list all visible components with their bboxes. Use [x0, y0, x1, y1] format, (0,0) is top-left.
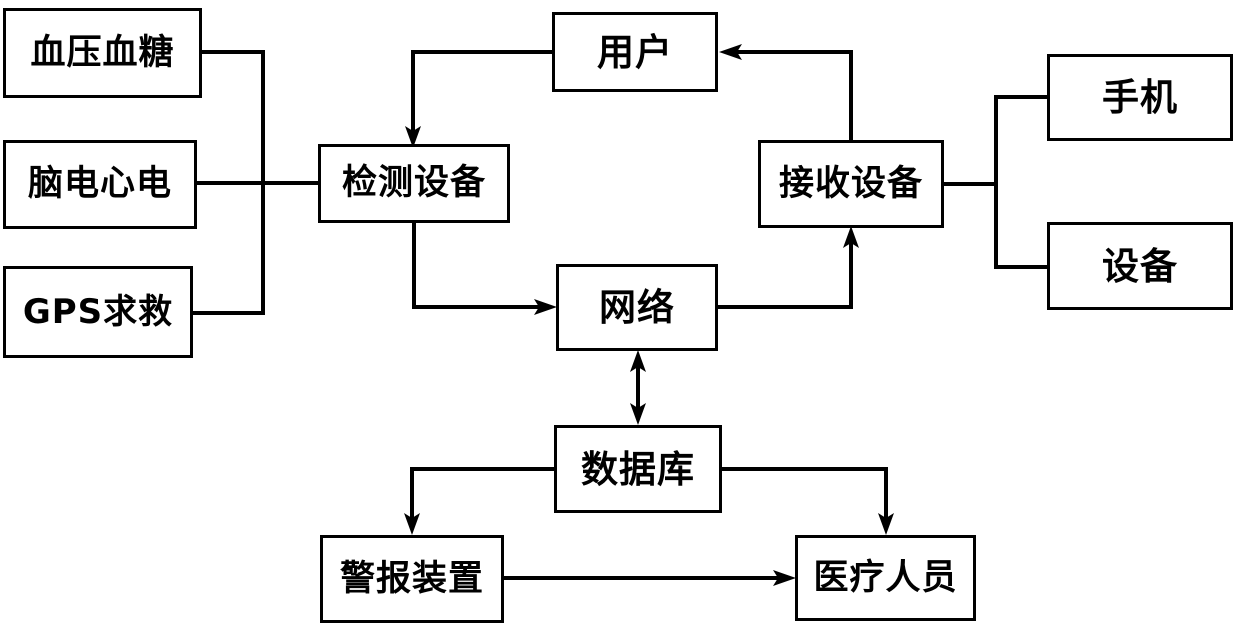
node-label: 数据库	[581, 447, 695, 491]
node-detection-device[interactable]: 检测设备	[318, 144, 510, 223]
arrowhead-database-to-network	[630, 350, 646, 372]
arrowhead-detect-to-network	[534, 299, 557, 315]
edge-gps-to-detect	[193, 183, 265, 315]
node-gps-sos[interactable]: GPS求救	[3, 266, 193, 358]
arrowhead-network-to-receive	[843, 226, 859, 248]
node-label: 检测设备	[341, 163, 486, 203]
node-receiving-device[interactable]: 接收设备	[758, 140, 944, 228]
arrowhead-user-to-detect	[405, 126, 421, 148]
arrowhead-database-to-medical	[878, 513, 894, 535]
node-label: 设备	[1102, 244, 1178, 288]
node-label: 医疗人员	[813, 557, 958, 598]
edge-receive-to-user	[732, 50, 853, 140]
edge-database-to-medical	[722, 467, 888, 523]
edge-bp-to-detect	[202, 50, 265, 183]
node-label: 网络	[599, 286, 675, 329]
arrowhead-alarm-to-medical	[773, 570, 796, 586]
edge-network-to-receive	[718, 240, 853, 309]
node-network[interactable]: 网络	[556, 264, 718, 351]
node-eeg-ecg[interactable]: 脑电心电	[3, 140, 197, 229]
node-label: GPS求救	[22, 292, 174, 332]
edge-user-to-detect	[411, 50, 552, 136]
node-label: 手机	[1102, 76, 1178, 119]
node-database[interactable]: 数据库	[554, 425, 722, 513]
node-device[interactable]: 设备	[1047, 222, 1233, 310]
node-mobile-phone[interactable]: 手机	[1047, 54, 1233, 141]
node-label: 警报装置	[339, 558, 484, 599]
node-label: 血压血糖	[30, 32, 175, 73]
arrowhead-network-to-database	[630, 403, 646, 425]
node-blood-pressure-glucose[interactable]: 血压血糖	[3, 8, 202, 98]
arrowhead-receive-to-user	[719, 44, 742, 60]
node-label: 脑电心电	[27, 164, 172, 204]
node-label: 接收设备	[778, 163, 923, 204]
edge-database-to-alarm	[410, 467, 554, 523]
node-user[interactable]: 用户	[552, 12, 718, 92]
arrowhead-database-to-alarm	[404, 513, 420, 535]
edge-detect-to-network	[412, 223, 544, 309]
node-medical-staff[interactable]: 医疗人员	[795, 535, 976, 621]
node-label: 用户	[597, 30, 673, 74]
edge-receive-to-phone-device	[944, 95, 1047, 269]
node-alarm-device[interactable]: 警报装置	[320, 535, 504, 623]
